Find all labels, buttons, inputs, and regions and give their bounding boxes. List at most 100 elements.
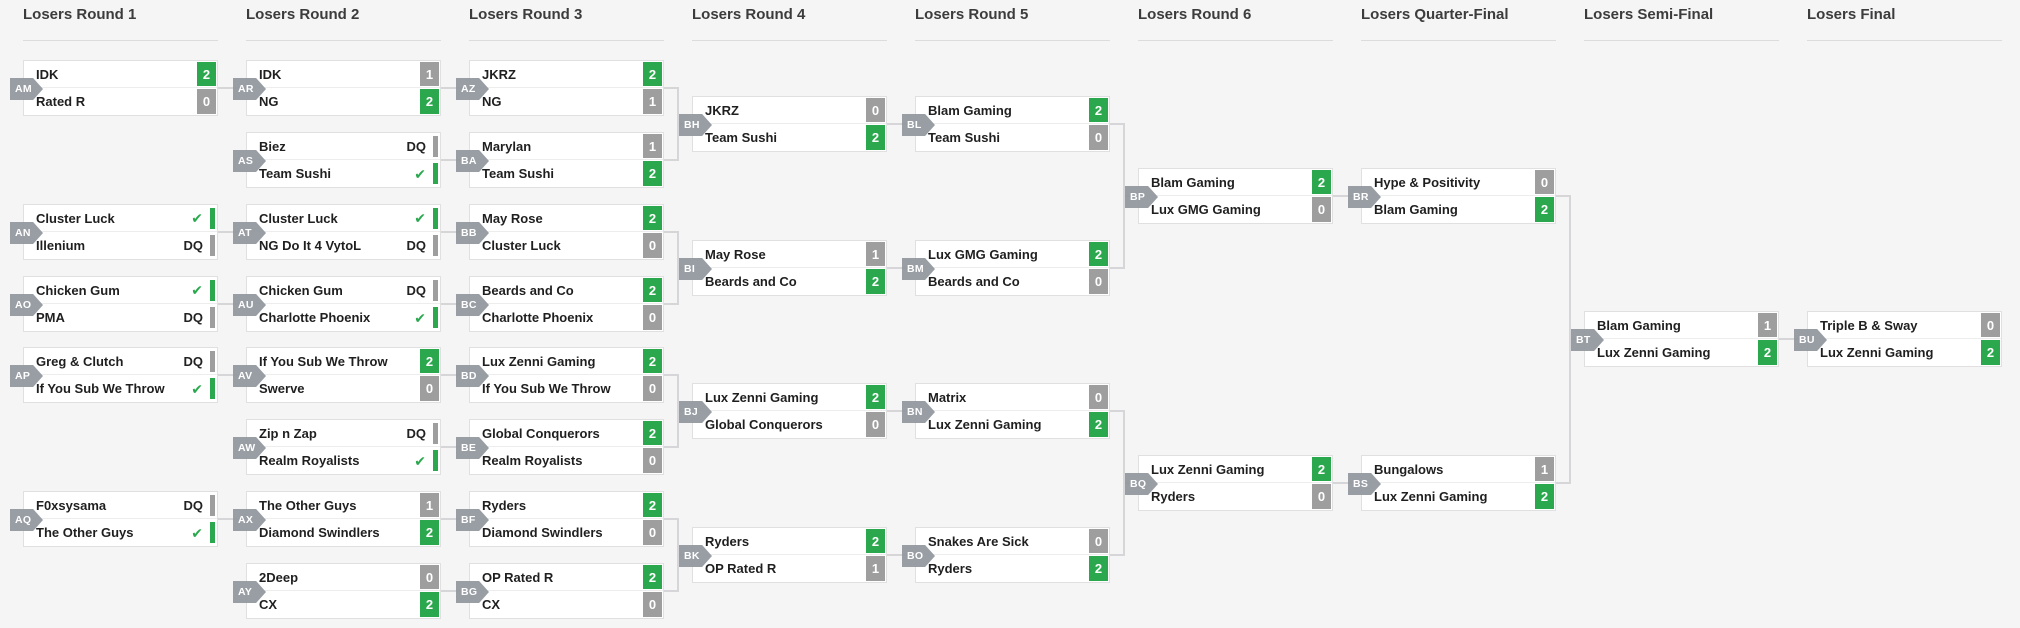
score-box: 2: [643, 161, 662, 186]
round-divider: [23, 40, 218, 41]
team-name: Marylan: [482, 138, 532, 154]
score-box: 2: [643, 206, 662, 230]
match-id-badge: BL: [902, 114, 935, 136]
team-row: Cluster Luck✔: [24, 205, 217, 232]
team-name: Matrix: [928, 389, 967, 405]
connector-line: [664, 446, 679, 448]
team-name: Lux GMG Gaming: [1151, 202, 1261, 217]
loss-indicator-bar: [210, 307, 215, 328]
score-box: 0: [643, 592, 662, 617]
connector-line: [664, 231, 679, 233]
match-id-badge: AR: [233, 78, 266, 100]
team-name: If You Sub We Throw: [259, 353, 388, 369]
team-name: Diamond Swindlers: [482, 525, 603, 540]
score-box: 1: [420, 62, 439, 86]
score-box: 2: [1089, 98, 1108, 122]
connector-line: [441, 518, 469, 520]
win-check-icon: ✔: [191, 524, 203, 541]
connector-line: [1110, 267, 1125, 269]
team-name: Team Sushi: [928, 130, 1001, 145]
dq-label: DQ: [406, 238, 427, 253]
match-id-badge: AP: [10, 365, 43, 387]
team-name: JKRZ: [705, 102, 739, 118]
team-name: Diamond Swindlers: [259, 525, 380, 540]
win-check-icon: ✔: [414, 309, 426, 326]
team-name: Lux Zenni Gaming: [705, 389, 819, 405]
score-box: 0: [1089, 385, 1108, 409]
score-box: 1: [866, 242, 885, 266]
team-name: IDK: [259, 66, 282, 82]
round-divider: [246, 40, 441, 41]
round-divider: [915, 40, 1110, 41]
round-divider: [1807, 40, 2002, 41]
team-row: May Rose 2: [470, 205, 663, 232]
score-box: 0: [1089, 529, 1108, 553]
team-name: May Rose: [482, 210, 543, 226]
round-title: Losers Round 3: [469, 6, 583, 23]
team-row: Realm Royalists✔: [247, 447, 440, 474]
team-name: Beards and Co: [705, 274, 797, 289]
win-check-icon: ✔: [191, 282, 203, 298]
connector-line: [887, 123, 915, 125]
dq-label: DQ: [406, 138, 427, 154]
match-id-badge: BQ: [1125, 473, 1158, 495]
win-indicator-bar: [210, 279, 215, 301]
team-row: IDK 1: [247, 61, 440, 88]
round-title: Losers Round 5: [915, 6, 1029, 23]
win-indicator-bar: [433, 450, 438, 471]
team-name: OP Rated R: [705, 561, 777, 576]
score-box: 0: [866, 98, 885, 122]
team-name: Lux Zenni Gaming: [1597, 345, 1711, 360]
score-box: 2: [1089, 412, 1108, 437]
team-name: Lux Zenni Gaming: [482, 353, 596, 369]
team-name: IDK: [36, 66, 59, 82]
